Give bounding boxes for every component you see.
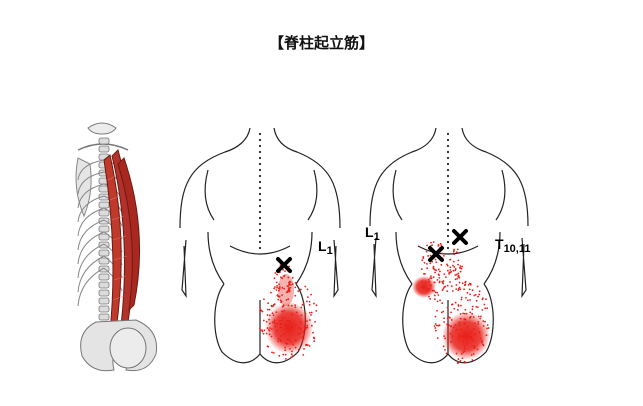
skeleton-muscle-illustration [75, 122, 158, 372]
label-t10-11: T10,11 [495, 236, 531, 255]
back-figure-right-trigger [369, 127, 529, 364]
referred-pain-pattern-left [258, 263, 318, 360]
trigger-point-x-icon [428, 229, 468, 262]
label-l1-right: L1 [365, 224, 380, 243]
spine-dots-right [446, 132, 450, 250]
trigger-point-x-icon [276, 257, 292, 273]
label-l1-left: L1 [318, 238, 333, 257]
spine-dots-left [258, 132, 262, 250]
referred-pain-pattern-right [412, 241, 490, 365]
erector-spinae-muscle [103, 149, 140, 333]
spine-vertebrae [98, 137, 110, 321]
page-title: 【脊柱起立筋】 [268, 34, 374, 52]
